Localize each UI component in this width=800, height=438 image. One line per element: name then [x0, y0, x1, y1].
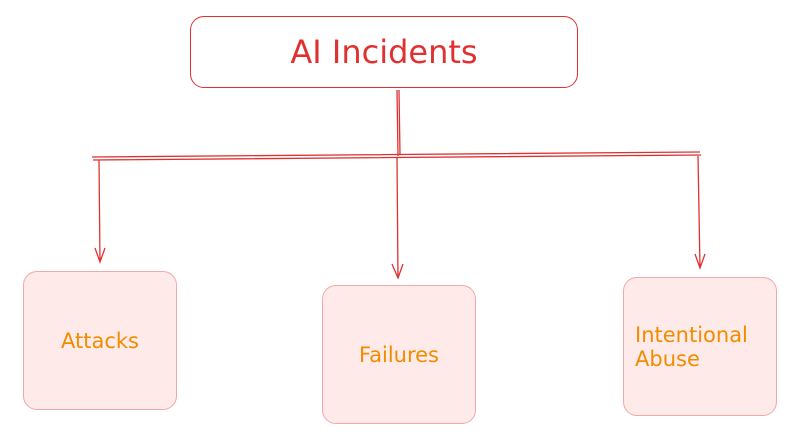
- arrow-failures: [391, 157, 404, 280]
- horizontal-bar-line: [91, 151, 702, 161]
- child-label: Intentional Abuse: [635, 322, 748, 371]
- root-stem-line: [396, 89, 401, 157]
- child-label: Failures: [358, 342, 440, 367]
- child-node-intentional-abuse: Intentional Abuse: [623, 277, 777, 416]
- child-label: Attacks: [61, 328, 139, 353]
- arrow-abuse: [694, 155, 706, 270]
- child-node-failures: Failures: [322, 285, 476, 424]
- arrow-attacks: [94, 159, 106, 264]
- child-node-attacks: Attacks: [23, 271, 177, 410]
- root-node-ai-incidents: AI Incidents: [190, 16, 578, 88]
